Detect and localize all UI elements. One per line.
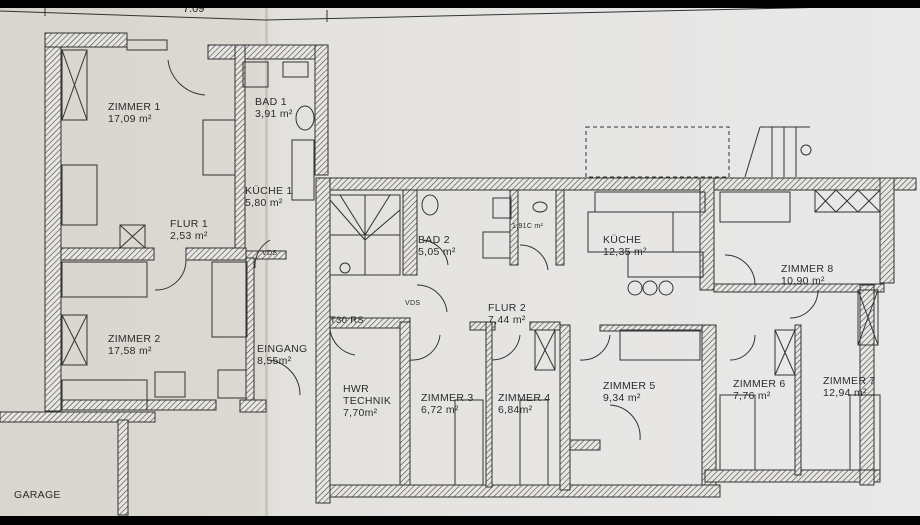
room-name: FLUR 1 xyxy=(170,218,208,230)
room-label-wc: 1,91C m² xyxy=(512,221,543,233)
room-area: 8,55m² xyxy=(257,355,292,367)
room-name: ZIMMER 4 xyxy=(498,392,551,404)
room-area: 6,84m² xyxy=(498,404,533,416)
room-name: FLUR 2 xyxy=(488,302,526,314)
room-name: ZIMMER 7 xyxy=(823,375,876,387)
room-name: HWR TECHNIK xyxy=(343,383,392,407)
room-name: KÜCHE 1 xyxy=(245,185,293,197)
garage-label: GARAGE xyxy=(14,489,61,501)
room-area: 6,72 m² xyxy=(421,404,459,416)
room-name: ZIMMER 1 xyxy=(108,101,161,113)
room-area: 7,70m² xyxy=(343,407,378,419)
room-name: BAD 1 xyxy=(255,96,287,108)
room-name: BAD 2 xyxy=(418,234,450,246)
room-area: 17,09 m² xyxy=(108,113,152,125)
room-area: 12,94 m² xyxy=(823,387,867,399)
fire-door-label: T30 RS xyxy=(330,315,365,326)
floor-plan-drawing xyxy=(0,8,917,516)
room-area: 5,80 m² xyxy=(245,197,283,209)
room-area: 7,76 m² xyxy=(733,390,771,402)
room-name: EINGANG xyxy=(257,343,308,355)
room-name: KÜCHE xyxy=(603,234,642,246)
room-area: 2,53 m² xyxy=(170,230,208,242)
room-area: 1,91C m² xyxy=(512,223,544,230)
room-name: ZIMMER 2 xyxy=(108,333,161,345)
room-area: 17,58 m² xyxy=(108,345,152,357)
room-area: 5,05 m² xyxy=(418,246,456,258)
room-area: 7,44 m² xyxy=(488,314,526,326)
vds-label: VDS xyxy=(262,250,278,257)
vds-label: VDS xyxy=(405,300,421,307)
room-area: 3,91 m² xyxy=(255,108,293,120)
room-name: ZIMMER 8 xyxy=(781,263,834,275)
room-area: 12,35 m² xyxy=(603,246,647,258)
room-area: 9,34 m² xyxy=(603,392,641,404)
paper-fold xyxy=(265,8,268,516)
room-area: 10,90 m² xyxy=(781,275,825,287)
dimension-label: 7.09 xyxy=(183,8,205,15)
room-name: ZIMMER 3 xyxy=(421,392,474,404)
room-name: ZIMMER 6 xyxy=(733,378,786,390)
room-name: ZIMMER 5 xyxy=(603,380,656,392)
